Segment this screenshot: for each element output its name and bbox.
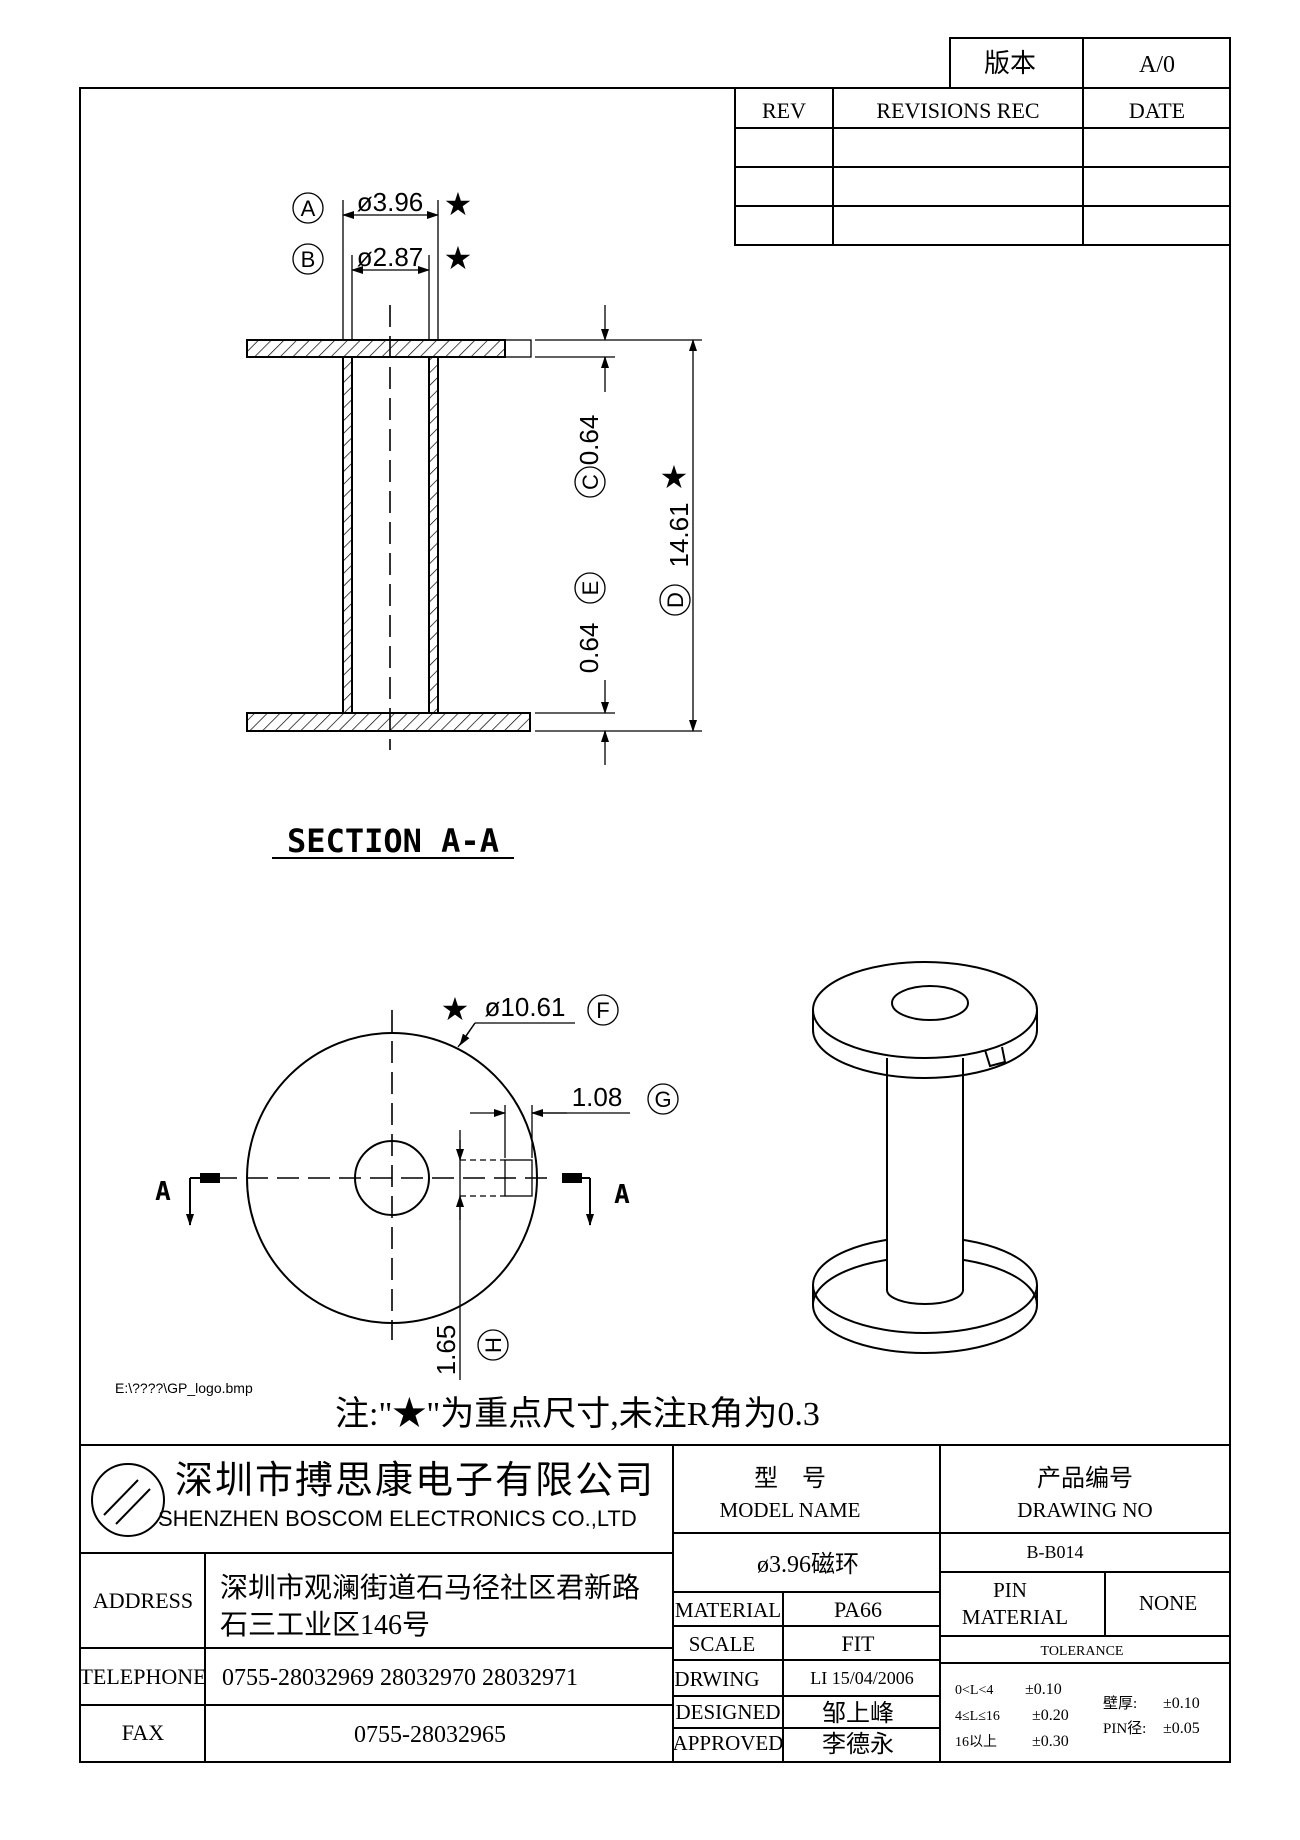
section-title: SECTION A-A [287,822,499,860]
company-logo-icon [91,1463,165,1537]
top-view: A A ★ ø10.61 F 1.08 G 1.65 H [155,991,679,1380]
dim-d-value: 14.61 [664,502,694,567]
designed-label: DESIGNED [676,1700,781,1724]
top-flange [246,339,506,701]
model-label-en: MODEL NAME [720,1498,861,1522]
dim-a-letter: A [301,196,316,221]
drawing-label-cn: 产品编号 [1037,1465,1133,1492]
address-line2: 石三工业区146号 [220,1610,430,1641]
pin-material-value: NONE [1139,1591,1197,1615]
dim-e-value: 0.64 [574,623,604,674]
material-label: MATERIAL [675,1598,781,1622]
scale-value: FIT [842,1631,876,1656]
version-box: 版本 A/0 [949,37,1231,89]
tol-value-1: ±0.10 [1025,1681,1062,1698]
dim-f-value: ø10.61 [485,992,566,1022]
tol-value-2: ±0.20 [1032,1707,1069,1724]
wall-value: ±0.10 [1163,1695,1200,1712]
date-header: DATE [1129,98,1185,123]
revisions-rec-header: REVISIONS REC [876,98,1039,123]
telephone-label: TELEPHONE [79,1664,206,1689]
logo-path: E:\????\GP_logo.bmp [115,1380,253,1396]
dim-f-star-icon: ★ [441,991,470,1027]
dim-c-value: 0.64 [574,415,604,466]
pin-material-label: MATERIAL [962,1605,1068,1629]
dim-g-letter: G [654,1087,671,1112]
dim-h-value: 1.65 [431,1325,461,1376]
section-mark-right: A [614,1180,630,1210]
rev-header: REV [762,98,806,123]
wall-label: 壁厚: [1103,1695,1137,1712]
revision-table: REV REVISIONS REC DATE [734,87,1231,246]
tol-range-3: 16以上 [955,1734,997,1750]
pin-label: PIN [993,1578,1027,1602]
dim-a-star-icon: ★ [444,186,473,222]
fax-label: FAX [122,1720,164,1745]
address-label: ADDRESS [93,1588,193,1613]
company-name-en: SHENZHEN BOSCOM ELECTRONICS CO.,LTD [158,1506,637,1531]
model-value: ø3.96磁环 [757,1551,859,1578]
dim-d-star-icon: ★ [660,459,689,495]
drwing-value: LI 15/04/2006 [810,1668,914,1688]
notch [504,1159,533,1197]
tol-range-2: 4≤L≤16 [955,1709,1000,1724]
tol-range-1: 0<L<4 [955,1683,993,1698]
dim-e-letter: E [578,581,603,596]
material-value: PA66 [834,1597,882,1622]
drawing-value: B-B014 [1026,1542,1083,1562]
dim-a-value: ø3.96 [357,187,424,217]
dim-f-letter: F [596,998,609,1023]
isometric-view [812,961,1038,1354]
tol-value-3: ±0.30 [1032,1733,1069,1750]
section-view: A ø3.96 ★ B ø2.87 ★ 0.64 C 0.64 [246,186,702,860]
tolerance-label: TOLERANCE [1041,1644,1124,1659]
telephone-value: 0755-28032969 28032970 28032971 [222,1665,578,1691]
pin-dia-value: ±0.05 [1163,1720,1200,1737]
dim-d-letter: D [663,592,688,608]
version-value: A/0 [1139,52,1175,78]
dim-h-letter: H [481,1337,506,1353]
dim-b-letter: B [301,247,316,272]
address-line1: 深圳市观澜街道石马径社区君新路 [220,1572,640,1604]
company-name-cn: 深圳市搏思康电子有限公司 [175,1460,655,1502]
drawing-label-en: DRAWING NO [1017,1498,1152,1522]
dim-c-letter: C [578,474,603,490]
approved-label: APPROVED [673,1731,784,1755]
tube-wall-right [428,356,439,714]
note: 注:"★"为重点尺寸,未注R角为0.3 [335,1395,820,1433]
version-label: 版本 [984,49,1036,78]
approved-value: 李德永 [822,1731,894,1758]
tube-wall-left [342,356,353,714]
drwing-label: DRWING [674,1667,759,1691]
sheet-border [79,87,1231,1763]
pin-dia-label: PIN径: [1103,1720,1146,1737]
fax-value: 0755-28032965 [354,1722,506,1748]
dim-b-value: ø2.87 [357,242,424,272]
dim-g-value: 1.08 [572,1082,623,1112]
model-label-cn: 型 号 [754,1465,826,1492]
designed-value: 邹上峰 [822,1700,894,1727]
bottom-flange [246,356,531,732]
scale-label: SCALE [689,1632,756,1656]
section-mark-left: A [155,1177,171,1207]
dim-b-star-icon: ★ [444,240,473,276]
title-block: 深圳市搏思康电子有限公司 SHENZHEN BOSCOM ELECTRONICS… [79,1444,1230,1762]
